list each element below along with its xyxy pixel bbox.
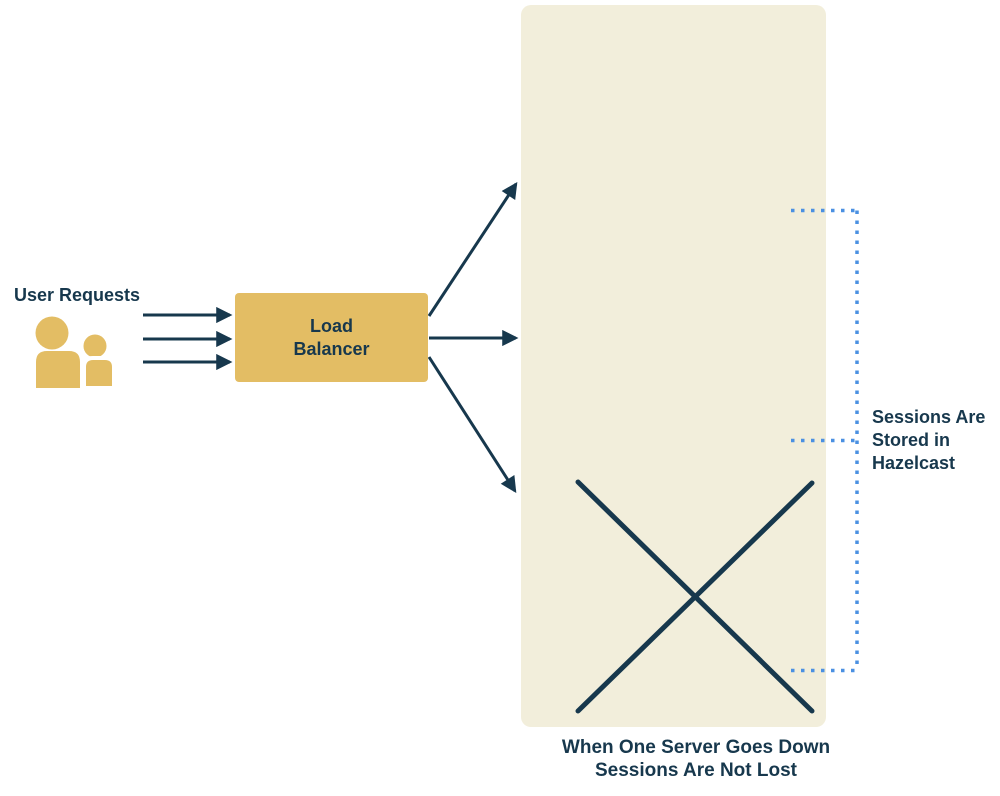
person-front <box>35 316 80 388</box>
caption-line: When One Server Goes Down <box>561 737 831 758</box>
person-back <box>79 330 116 388</box>
lb-arrow-server-1 <box>427 181 518 317</box>
load-balancer-label: Load Balancer <box>293 315 370 359</box>
sessions-note-line: Sessions Are <box>872 407 986 427</box>
lb-arrow-server-3 <box>427 356 517 494</box>
user-request-arrows <box>143 306 233 371</box>
users-icon <box>35 316 116 388</box>
sessions-note-line: Stored in <box>872 430 951 450</box>
load-balancer-box: Load Balancer <box>235 293 428 382</box>
user-requests-label: User Requests <box>14 285 141 305</box>
sessions-note-line: Hazelcast <box>872 453 956 473</box>
load-balancer-arrows <box>427 181 519 494</box>
sessions-note: Sessions Are Stored in Hazelcast <box>872 406 985 475</box>
cluster-container <box>521 5 826 727</box>
caption: When One Server Goes Down Sessions Are N… <box>546 736 846 782</box>
caption-line: Sessions Are Not Lost <box>594 760 797 781</box>
